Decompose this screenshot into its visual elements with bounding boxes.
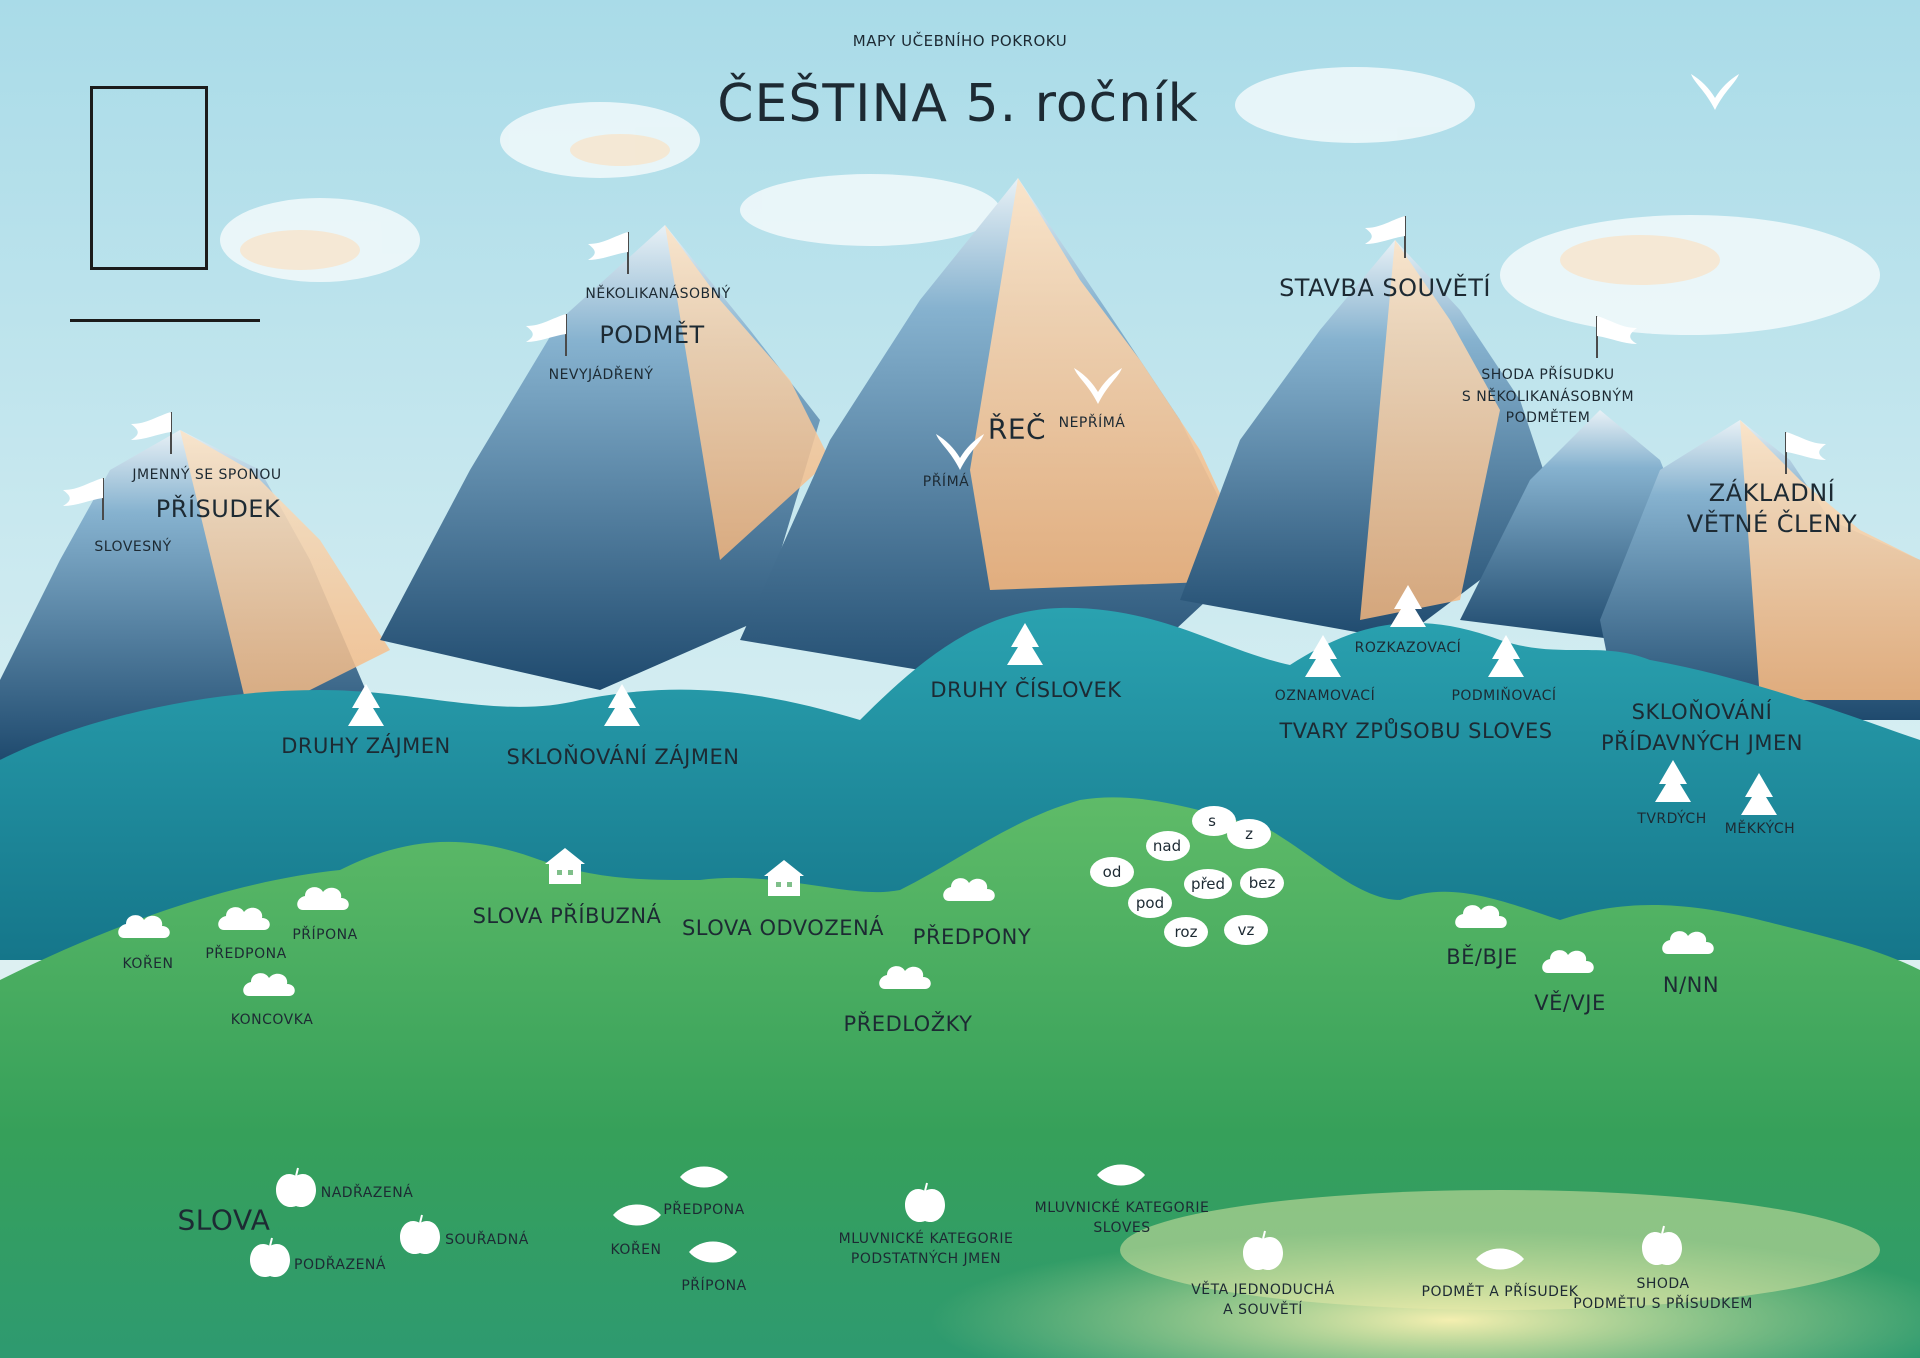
prefix-cloud: roz (1174, 923, 1198, 941)
meadow-label-be-bje: BĚ/BJE (1446, 945, 1518, 969)
prefix-cloud: před (1190, 875, 1226, 893)
mountain-title-shoda-line2: S NĚKOLIKANÁSOBNÝM (1461, 389, 1635, 405)
mountain-title-shoda-line1: SHODA PŘÍSUDKU (1481, 367, 1615, 383)
cloud-label: PŘEDPONA (205, 946, 287, 962)
prefix-cloud: od (1102, 863, 1122, 881)
tree-label: MĚKKÝCH (1724, 821, 1796, 837)
flag-label: NĚKOLIKANÁSOBNÝ (585, 286, 731, 302)
mountain-title-rec: ŘEČ (987, 412, 1047, 446)
prefix-cloud: z (1245, 825, 1253, 843)
leaf-label-line2: SLOVES (1093, 1220, 1151, 1236)
flag-label: JMENNÝ SE SPONOU (132, 467, 282, 483)
mountain-title-prisudek: PŘÍSUDEK (155, 495, 281, 523)
cloud-label: KONCOVKA (230, 1012, 314, 1028)
apple-label: SOUŘADNÁ (445, 1232, 529, 1248)
leaf-label: KOŘEN (610, 1242, 662, 1258)
apple-label: NADŘAZENÁ (320, 1185, 414, 1201)
flag-label: NEVYJÁDŘENÝ (548, 367, 654, 383)
prefix-cloud: s (1208, 812, 1216, 830)
apple-label-line2: A SOUVĚTÍ (1223, 1302, 1303, 1318)
meadow-label-predlozky: PŘEDLOŽKY (843, 1012, 973, 1036)
meadow-label-slova-odvozena: SLOVA ODVOZENÁ (681, 916, 885, 940)
bird-label: NEPŘÍMÁ (1058, 415, 1126, 431)
apple-label: PODŘAZENÁ (294, 1257, 386, 1273)
hill-label-druhy-cislovek: DRUHY ČÍSLOVEK (930, 678, 1122, 702)
bird-label: PŘÍMÁ (922, 474, 970, 490)
prefix-cloud: bez (1248, 874, 1276, 892)
hill-label-pridavna-line1: SKLOŇOVÁNÍ (1631, 700, 1773, 724)
apple-label-line1: MLUVNICKÉ KATEGORIE (838, 1231, 1014, 1247)
apple-label-line1: SHODA (1636, 1276, 1690, 1292)
leaf-label-line1: MLUVNICKÉ KATEGORIE (1034, 1200, 1210, 1216)
meadow-label-n-nn: N/NN (1662, 973, 1720, 997)
hill-label-druhy-zajmen: DRUHY ZÁJMEN (281, 734, 451, 758)
hill-label-tvary-zpusobu: TVARY ZPŮSOBU SLOVES (1279, 719, 1553, 743)
leaf-label: PŘÍPONA (681, 1278, 747, 1294)
meadow-label-predpony: PŘEDPONY (912, 925, 1032, 949)
field-label-slova: SLOVA (177, 1203, 271, 1237)
tree-label: PODMIŇOVACÍ (1451, 688, 1557, 704)
meadow-label-slova-pribuzna: SLOVA PŘÍBUZNÁ (472, 904, 662, 928)
meadow-label-ve-vje: VĚ/VJE (1534, 991, 1606, 1015)
prefix-cloud: vz (1237, 921, 1255, 939)
cloud-label: KOŘEN (122, 956, 174, 972)
tree-label: OZNAMOVACÍ (1274, 688, 1376, 704)
cloud-label: PŘÍPONA (292, 927, 358, 943)
leaf-label: PŘEDPONA (663, 1202, 745, 1218)
mountain-title-stavba-souveti: STAVBA SOUVĚTÍ (1279, 274, 1491, 302)
prefix-cloud: pod (1135, 894, 1165, 912)
page-title: ČEŠTINA 5. ročník (717, 74, 1199, 134)
hill-label-sklonovani-zajmen: SKLOŇOVÁNÍ ZÁJMEN (506, 745, 740, 769)
flag-label: SLOVESNÝ (94, 539, 172, 555)
mountain-title-zakladni-line1: ZÁKLADNÍ (1708, 479, 1836, 507)
apple-label-line2: PODSTATNÝCH JMEN (850, 1251, 1002, 1267)
leaf-label: PODMĚT A PŘÍSUDEK (1421, 1284, 1579, 1300)
tree-label: TVRDÝCH (1637, 811, 1707, 827)
photo-frame (90, 86, 208, 270)
mountain-title-zakladni-line2: VĚTNÉ ČLENY (1686, 510, 1858, 538)
name-line (70, 319, 260, 322)
apple-label-line2: PODMĚTU S PŘÍSUDKEM (1573, 1296, 1753, 1312)
mountain-title-podmet: PODMĚT (599, 321, 705, 349)
prefix-cloud: nad (1152, 837, 1182, 855)
tree-label: ROZKAZOVACÍ (1354, 640, 1462, 656)
page-subtitle: MAPY UČEBNÍHO POKROKU (852, 32, 1068, 50)
apple-label-line1: VĚTA JEDNODUCHÁ (1191, 1282, 1335, 1298)
hill-label-pridavna-line2: PŘÍDAVNÝCH JMEN (1601, 731, 1803, 755)
mountain-title-shoda-line3: PODMĚTEM (1505, 410, 1591, 426)
